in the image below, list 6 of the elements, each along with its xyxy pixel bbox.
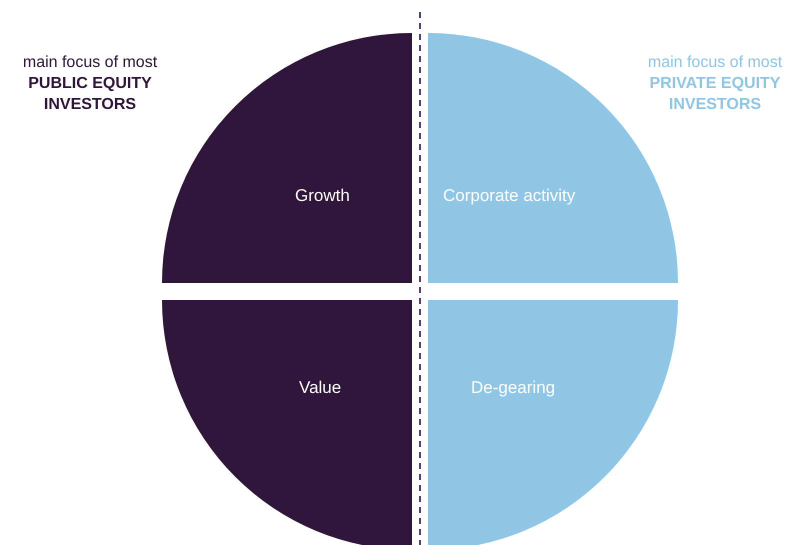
segment-label: Growth <box>295 186 350 206</box>
segment-label: Value <box>299 378 342 398</box>
investor-focus-note: main focus of most PUBLIC EQUITY INVESTORS <box>22 53 158 115</box>
segment-label: Corporate activity <box>443 186 576 206</box>
investor-focus-note: main focus of most PRIVATE EQUITY INVESTORS <box>646 53 784 115</box>
segment-label: De-gearing <box>471 378 556 398</box>
